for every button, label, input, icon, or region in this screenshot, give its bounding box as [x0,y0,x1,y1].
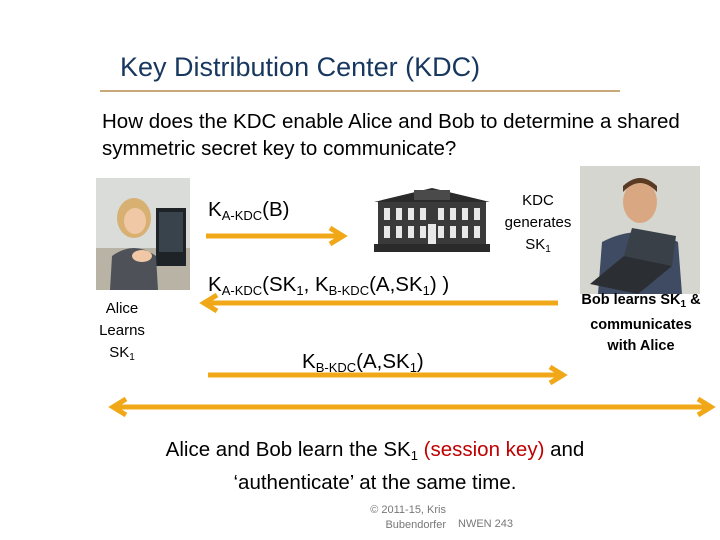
msg3-label: KB-KDC(A,SK1) [302,350,424,375]
bob-note: Bob learns SK1 & communicates with Alice [566,290,716,357]
conclusion-text: Alice and Bob learn the SK1 (session key… [100,436,650,496]
footer-copyright: © 2011-15, Kris Bubendorfer [356,503,446,533]
kdc-note: KDC generates SK1 [490,190,586,261]
alice-note: Alice Learns SK1 [86,298,158,369]
arrow-alice-to-kdc [206,228,343,244]
footer-course: NWEN 243 [458,518,513,530]
session-key-highlight: (session key) [424,438,545,461]
msg2-label: KA-KDC(SK1, KB-KDC(A,SK1) ) [208,273,449,298]
msg1-label: KA-KDC(B) [208,198,289,223]
arrow-mutual-communication [113,399,711,415]
